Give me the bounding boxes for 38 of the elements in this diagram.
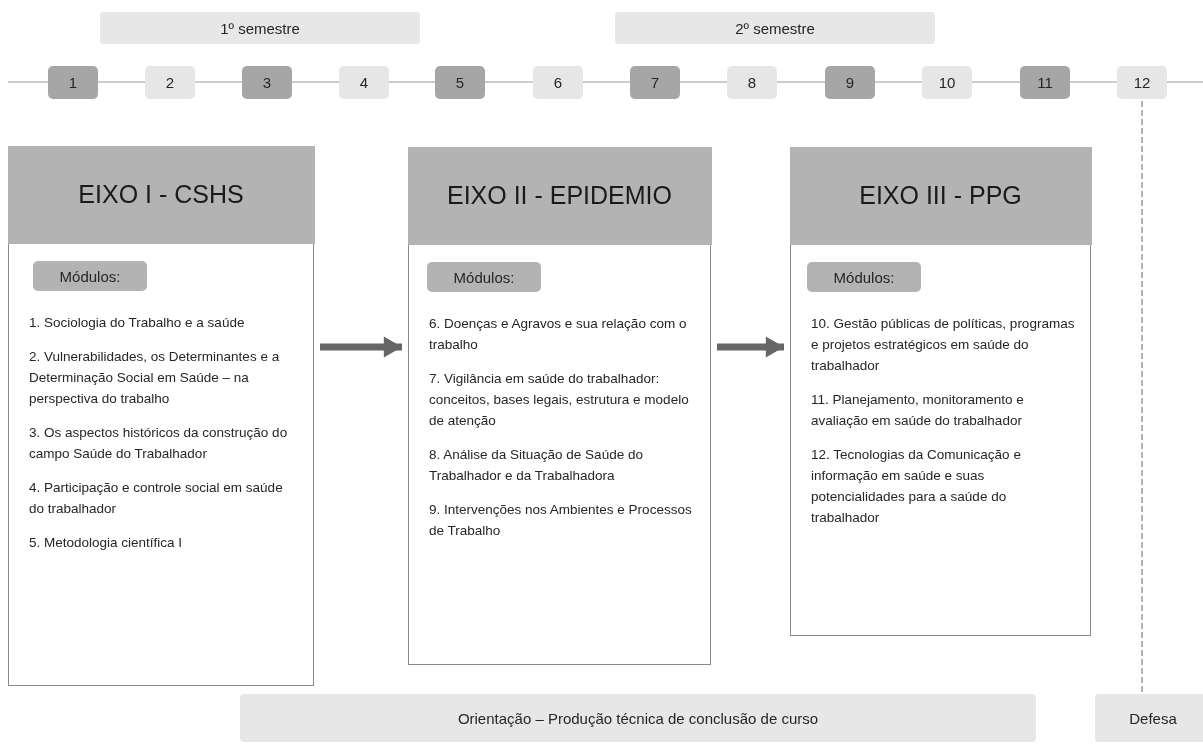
month-box: 9: [825, 66, 875, 99]
timeline-bar: Defesa: [1095, 694, 1203, 742]
column-heading: EIXO II - EPIDEMIO: [407, 146, 712, 245]
module-item: 12. Tecnologias da Comunicação e informação em saúde e suas potencialidades para a saúde do trabalhador: [811, 446, 1022, 527]
module-item: 10. Gestão públicas de políticas, programas e projetos estratégicos em saúde do trabalhador: [811, 315, 1076, 375]
module-item: 2. Vulnerabilidades, os Determinantes e a Determinação Social em Saúde – na perspectiva do trabalho: [29, 348, 281, 408]
month-box: 11: [1020, 66, 1070, 99]
module-item: 5. Metodologia científica I: [29, 534, 184, 552]
column-heading: EIXO III - PPG: [789, 146, 1092, 245]
month-box: 6: [533, 66, 583, 99]
timeline-bar: 1º semestre: [100, 12, 420, 44]
month-box: 4: [339, 66, 389, 99]
module-item: 1. Sociologia do Trabalho e a saúde: [29, 314, 246, 332]
month-box: 1: [48, 66, 98, 99]
module-item: 3. Os aspectos históricos da construção do campo Saúde do Trabalhador: [29, 424, 289, 463]
dashed-line: [1141, 100, 1143, 695]
month-box: 3: [242, 66, 292, 99]
module-item: 4. Participação e controle social em saúde do trabalhador: [29, 479, 284, 518]
month-box: 5: [435, 66, 485, 99]
column-card: [408, 147, 711, 665]
month-box: 7: [630, 66, 680, 99]
module-item: 11. Planejamento, monitoramento e avaliação em saúde do trabalhador: [811, 391, 1025, 430]
modules-tag: Módulos:: [427, 262, 541, 292]
month-box: 12: [1117, 66, 1167, 99]
module-item: 6. Doenças e Agravos e sua relação com o trabalho: [429, 315, 688, 354]
month-box: 8: [727, 66, 777, 99]
module-item: 7. Vigilância em saúde do trabalhador: conceitos, bases legais, estrutura e modelo de atenção: [429, 370, 690, 430]
column-heading: EIXO I - CSHS: [7, 145, 315, 244]
module-item: 9. Intervenções nos Ambientes e Processos de Trabalho: [429, 501, 693, 540]
column-card: [790, 147, 1091, 636]
month-box: 2: [145, 66, 195, 99]
month-box: 10: [922, 66, 972, 99]
column-card: [8, 146, 314, 686]
module-item: 8. Análise da Situação de Saúde do Trabalhador e da Trabalhadora: [429, 446, 644, 485]
modules-tag: Módulos:: [33, 261, 147, 291]
timeline-bar: Orientação – Produção técnica de conclusão de curso: [240, 694, 1036, 742]
timeline-bar: 2º semestre: [615, 12, 935, 44]
modules-tag: Módulos:: [807, 262, 921, 292]
